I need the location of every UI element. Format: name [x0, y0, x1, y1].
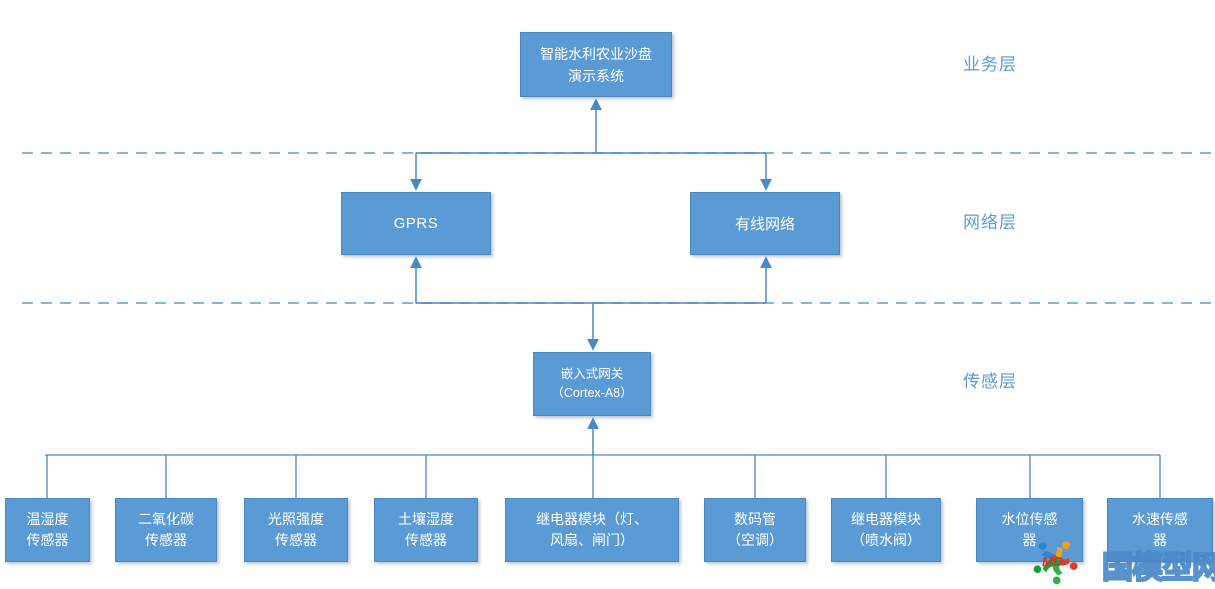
node-label-line: （Cortex-A8）: [551, 386, 633, 400]
layer-label-business: 业务层: [963, 55, 1017, 74]
node-label-line: （喷水阀）: [851, 532, 921, 548]
node-label-line: 水速传感: [1132, 511, 1188, 527]
node-label-line: 传感器: [145, 532, 187, 548]
node-label-line: 光照强度: [268, 511, 324, 527]
node-label-line: 传感器: [26, 532, 69, 548]
node-label-line: 传感器: [275, 532, 317, 548]
node-label-line: 土壤湿度: [398, 511, 454, 527]
node-embedded-gateway: 嵌入式网关 （Cortex-A8）: [533, 352, 651, 416]
node-label: GPRS: [393, 215, 439, 232]
node-relay-module-sprinkler: 继电器模块 （喷水阀）: [831, 498, 941, 562]
node-label-line: 继电器模块（灯、: [536, 511, 648, 527]
node-label-line: 温湿度: [26, 511, 69, 527]
node-relay-module-lights: 继电器模块（灯、 风扇、闸门）: [505, 498, 679, 562]
node-light-intensity-sensor: 光照强度 传感器: [244, 498, 348, 562]
node-label-line: 器: [1153, 532, 1167, 548]
node-wired-network: 有线网络: [690, 192, 840, 255]
node-business-system: 智能水利农业沙盘 演示系统: [520, 32, 672, 97]
node-label-line: 器: [1022, 532, 1037, 548]
node-gprs: GPRS: [341, 192, 491, 255]
node-label-line: 风扇、闸门）: [550, 532, 634, 548]
node-water-level-sensor: 水位传感 器: [976, 498, 1083, 562]
node-soil-moisture-sensor: 土壤湿度 传感器: [374, 498, 478, 562]
node-water-speed-sensor: 水速传感 器: [1107, 498, 1213, 562]
node-label-line: 智能水利农业沙盘: [540, 45, 652, 62]
node-temp-humidity-sensor: 温湿度 传感器: [5, 498, 90, 562]
node-label-line: 水位传感: [1001, 511, 1058, 527]
node-co2-sensor: 二氧化碳 传感器: [115, 498, 217, 562]
node-label-line: 二氧化碳: [138, 511, 194, 527]
layer-label-network: 网络层: [963, 213, 1017, 232]
node-label-line: 演示系统: [568, 67, 624, 84]
node-label-line: 数码管: [734, 511, 776, 527]
node-label: 有线网络: [734, 216, 795, 233]
layer-label-sensor: 传感层: [963, 372, 1017, 391]
node-label-line: （空调）: [727, 532, 783, 548]
node-digital-tube-ac: 数码管 （空调）: [704, 498, 806, 562]
node-label-line: 继电器模块: [851, 511, 921, 527]
node-label-line: 传感器: [405, 532, 447, 548]
node-label-line: 嵌入式网关: [560, 367, 624, 381]
